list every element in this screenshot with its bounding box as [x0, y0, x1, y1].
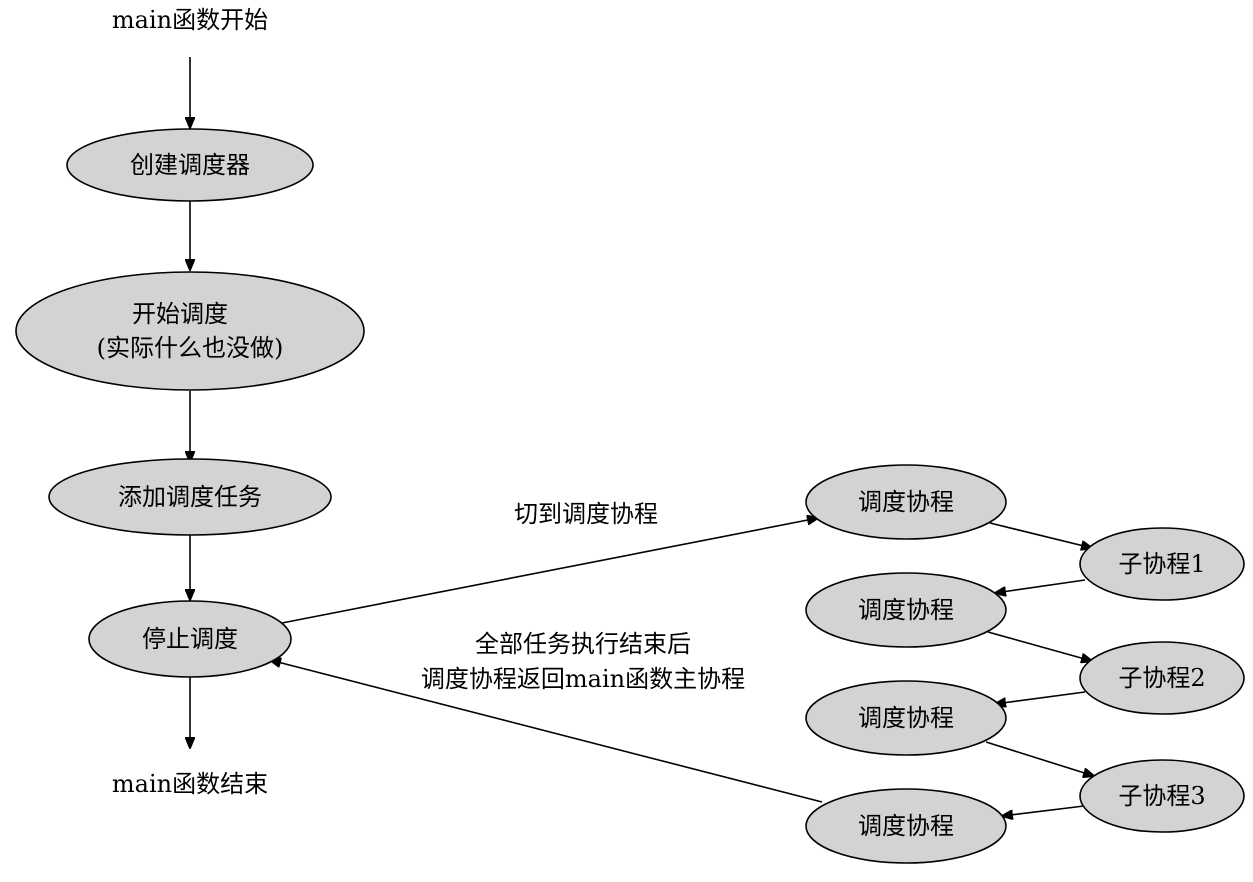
- start-label: main函数开始: [112, 6, 268, 34]
- node-add-task: 添加调度任务: [48, 458, 332, 536]
- node-start-schedule-label-line1: 开始调度: [132, 300, 228, 328]
- node-sched-coroutine-1-label: 调度协程: [858, 488, 954, 516]
- node-sched-coroutine-1: 调度协程: [805, 464, 1007, 540]
- edge-sched3-to-child3: [985, 741, 1094, 776]
- node-sched-coroutine-4: 调度协程: [805, 788, 1007, 864]
- node-child-coroutine-1: 子协程1: [1079, 527, 1245, 601]
- node-sched-coroutine-2-label: 调度协程: [858, 596, 954, 624]
- edge-label-return-line2: 调度协程返回main函数主协程: [421, 665, 745, 693]
- node-child-coroutine-1-label: 子协程1: [1118, 550, 1205, 578]
- node-start-schedule: 开始调度 (实际什么也没做): [15, 271, 365, 391]
- node-child-coroutine-3: 子协程3: [1079, 759, 1245, 833]
- edge-sched2-to-child2: [987, 631, 1092, 661]
- node-create-scheduler: 创建调度器: [66, 128, 314, 202]
- edge-label-switch-to-scheduler: 切到调度协程: [514, 500, 658, 528]
- edge-child1-to-sched2: [995, 579, 1086, 593]
- edge-child2-to-sched3: [995, 691, 1086, 704]
- edge-child3-to-sched4: [1002, 805, 1085, 816]
- node-child-coroutine-2: 子协程2: [1079, 641, 1245, 715]
- node-child-coroutine-3-label: 子协程3: [1118, 782, 1205, 810]
- node-start-schedule-label-line2: (实际什么也没做): [97, 334, 284, 362]
- node-stop-schedule-label: 停止调度: [142, 625, 238, 653]
- edge-sched1-to-child1: [989, 522, 1092, 548]
- node-sched-coroutine-4-label: 调度协程: [858, 812, 954, 840]
- end-label: main函数结束: [112, 770, 268, 798]
- edge-label-return-line1: 全部任务执行结束后: [475, 630, 691, 658]
- node-sched-coroutine-3: 调度协程: [805, 680, 1007, 756]
- node-sched-coroutine-3-label: 调度协程: [858, 704, 954, 732]
- node-child-coroutine-2-label: 子协程2: [1118, 664, 1205, 692]
- node-sched-coroutine-2: 调度协程: [805, 572, 1007, 648]
- node-create-scheduler-label: 创建调度器: [130, 151, 250, 179]
- edge-stop-to-sched-1: [281, 518, 818, 624]
- node-add-task-label: 添加调度任务: [118, 483, 262, 511]
- node-stop-schedule: 停止调度: [88, 600, 292, 678]
- edge-sched4-to-stop: [270, 660, 823, 803]
